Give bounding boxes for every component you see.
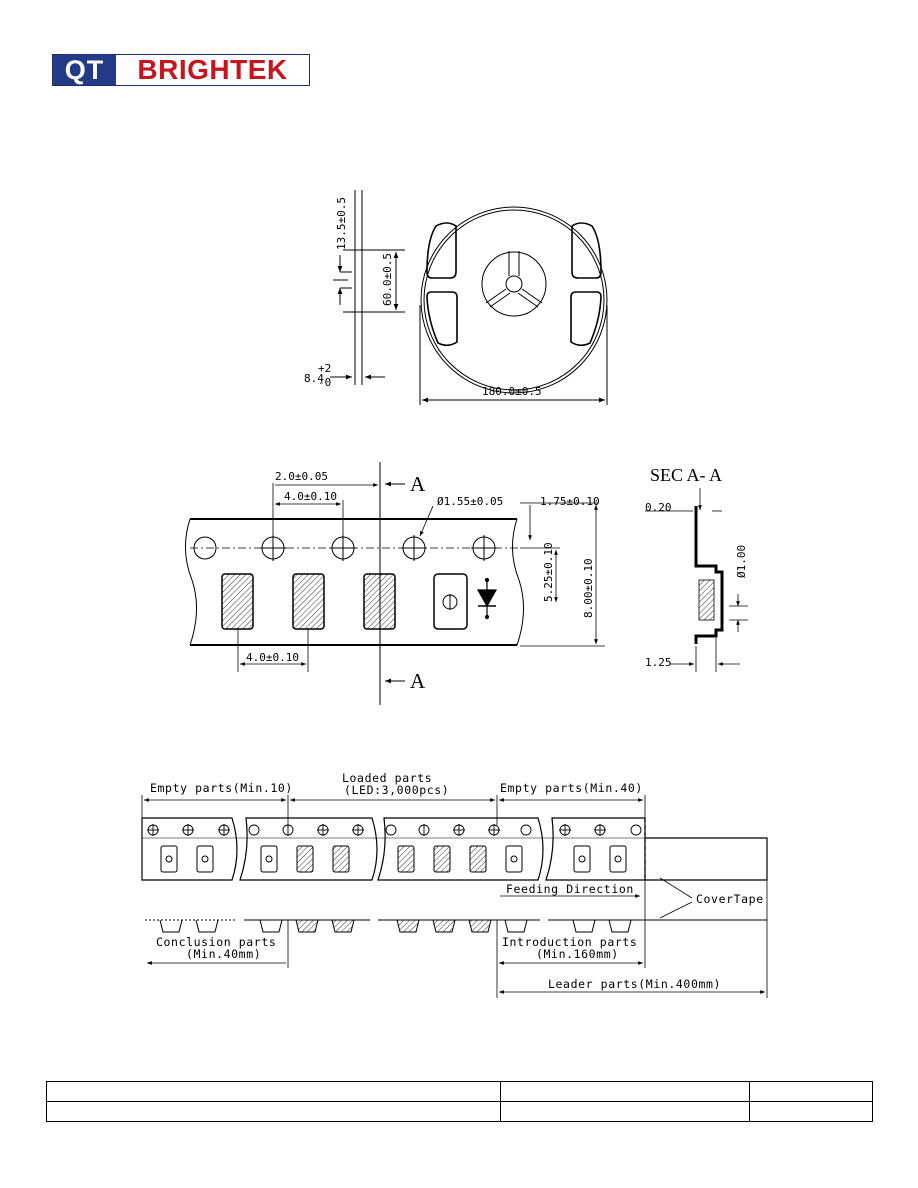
tape-dim-pitch-half: 2.0±0.05 [275, 470, 328, 483]
section-marker-top: A [410, 472, 426, 496]
label-loaded-count: (LED:3,000pcs) [344, 783, 449, 797]
label-empty-right: Empty parts(Min.40) [500, 781, 643, 795]
footer-cell [46, 1081, 501, 1102]
label-feeding-direction: Feeding Direction [506, 882, 634, 896]
label-introduction-min: (Min.160mm) [536, 947, 619, 961]
section-marker-bottom: A [410, 669, 426, 693]
label-conclusion-min: (Min.40mm) [186, 947, 261, 961]
section-dim-pocket: Ø1.00 [735, 545, 748, 578]
reel-dim-width: 8.4 [304, 372, 324, 385]
label-empty-left: Empty parts(Min.10) [150, 781, 293, 795]
footer-row [46, 1101, 873, 1122]
tape-drawing [185, 462, 605, 705]
footer-cell [749, 1081, 873, 1102]
logo-qt: QT [53, 55, 116, 85]
reel-side-view [330, 190, 405, 385]
label-introduction-parts: Introduction parts [502, 935, 637, 949]
tape-dim-edge-offset: 1.75±0.10 [540, 495, 600, 508]
reel-dim-diameter: 180.0±0.5 [482, 385, 542, 398]
footer-table [46, 1081, 873, 1122]
section-dim-depth: 1.25 [645, 656, 672, 669]
reel-dim-width-plus: +2 [318, 362, 331, 375]
reel-dim-width-minus: -0 [318, 376, 331, 389]
footer-row [46, 1081, 873, 1102]
footer-cell [749, 1101, 873, 1122]
section-view [645, 488, 748, 672]
footer-cell [500, 1101, 750, 1122]
tape-dim-part-pitch: 4.0±0.10 [246, 651, 299, 664]
section-title: SEC A- A [650, 465, 722, 485]
reel-drawing [330, 190, 608, 405]
company-logo: QT BRIGHTEK [52, 54, 310, 86]
section-dim-thickness: 0.20 [645, 501, 672, 514]
label-loaded-parts: Loaded parts [342, 771, 432, 785]
footer-cell [46, 1101, 501, 1122]
footer-cell [500, 1081, 750, 1102]
tape-dim-width: 8.00±0.10 [582, 558, 595, 618]
tape-dim-center-offset: 5.25±0.10 [542, 542, 555, 602]
leader-drawing [141, 795, 768, 998]
tape-dim-hole-pitch: 4.0±0.10 [284, 490, 337, 503]
tape-dim-hole-diameter: Ø1.55±0.05 [437, 495, 503, 508]
reel-dim-hub: 60.0±0.5 [381, 253, 394, 306]
label-cover-tape: CoverTape [696, 892, 764, 906]
reel-dim-flange: 13.5±0.5 [335, 197, 348, 250]
reel-front-view [419, 206, 608, 405]
label-conclusion-parts: Conclusion parts [156, 935, 276, 949]
logo-brand: BRIGHTEK [137, 54, 288, 85]
label-leader-parts: Leader parts(Min.400mm) [548, 977, 721, 991]
